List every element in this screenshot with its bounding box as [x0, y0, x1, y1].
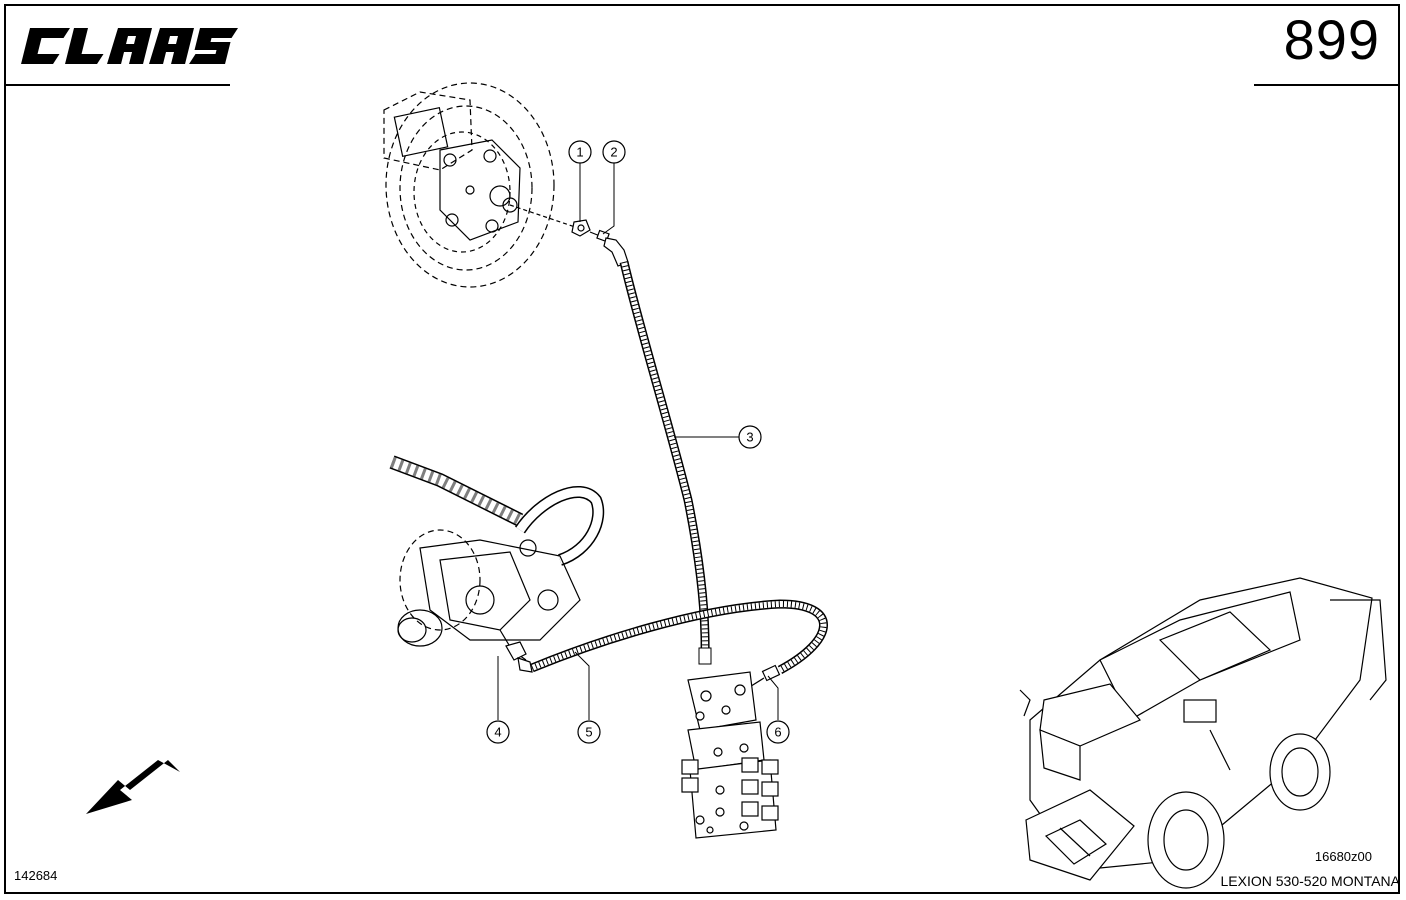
fitting-4	[505, 641, 533, 673]
gearbox-assembly	[389, 455, 605, 661]
callout-4-label: 4	[494, 725, 501, 740]
page-number: 899	[1283, 8, 1380, 71]
callout-3: 3	[738, 425, 762, 449]
direction-arrow-icon	[86, 760, 180, 814]
page-number-underline	[1254, 84, 1400, 86]
combine-harvester-thumbnail	[1019, 577, 1387, 889]
drawing-frame	[4, 4, 1400, 894]
valve-block	[681, 671, 779, 839]
callout-2-label: 2	[610, 145, 617, 160]
callout-1-label: 1	[576, 145, 583, 160]
logo-underline	[6, 84, 230, 86]
fitting-1	[509, 204, 591, 237]
reference-code: 16680z00	[1314, 849, 1372, 864]
pump-pulley-assembly	[383, 82, 555, 288]
callout-6: 6	[766, 720, 790, 744]
callout-1: 1	[568, 140, 592, 164]
model-name: LEXION 530-520 MONTANA	[1220, 873, 1400, 889]
callout-4: 4	[486, 720, 510, 744]
hose-5	[530, 599, 828, 674]
callout-5: 5	[577, 720, 601, 744]
callout-3-label: 3	[746, 430, 753, 445]
hose-3	[619, 260, 712, 665]
callout-6-label: 6	[774, 725, 781, 740]
drawing-number: 142684	[14, 868, 58, 883]
claas-logo	[21, 28, 239, 64]
fitting-2	[589, 229, 629, 267]
callout-5-label: 5	[585, 725, 592, 740]
callout-2: 2	[602, 140, 626, 164]
